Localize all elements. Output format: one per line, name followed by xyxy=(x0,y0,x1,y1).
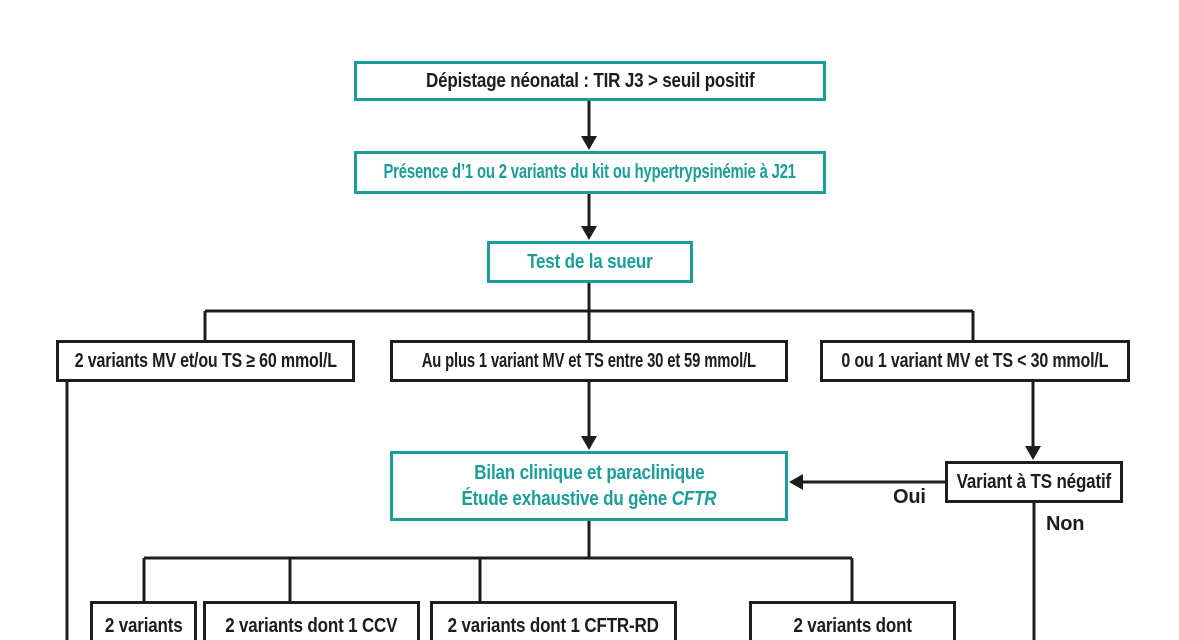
edge-label-oui: Oui xyxy=(893,486,926,508)
node-test-sueur-label: Test de la sueur xyxy=(527,250,653,273)
arrowhead-right-variant xyxy=(1025,446,1041,460)
node-test-sueur: Test de la sueur xyxy=(487,241,693,283)
outcome-3-label: 2 variants dont 1 CFTR-RD xyxy=(447,615,660,637)
node-branch-2variants-ts60: 2 variants MV et/ou TS ≥ 60 mmol/L xyxy=(56,340,355,382)
arrowhead-middle-bilan xyxy=(581,436,597,450)
branch-left-label: 2 variants MV et/ou TS ≥ 60 mmol/L xyxy=(74,349,337,372)
node-depistage-label: Dépistage néonatal : TIR J3 > seuil posi… xyxy=(425,69,755,92)
branch-right-label: 0 ou 1 variant MV et TS < 30 mmol/L xyxy=(841,349,1109,372)
node-variants-kit: Présence d’1 ou 2 variants du kit ou hyp… xyxy=(354,151,826,194)
node-branch-0ou1variant-ts30: 0 ou 1 variant MV et TS < 30 mmol/L xyxy=(820,340,1130,382)
bilan-line1: Bilan clinique et paraclinique xyxy=(473,462,705,484)
bilan-line2-prefix: Étude exhaustive du gène xyxy=(461,488,672,510)
node-variants-kit-label: Présence d’1 ou 2 variants du kit ou hyp… xyxy=(383,161,797,183)
node-depistage-neonatal: Dépistage néonatal : TIR J3 > seuil posi… xyxy=(354,61,826,101)
node-bilan-clinique: Bilan clinique et paraclinique Étude exh… xyxy=(390,451,788,521)
outcome-1-label: 2 variants xyxy=(104,615,183,637)
node-outcome-2variants-dont: 2 variants dont xyxy=(749,601,956,640)
node-branch-1variant-ts30-59: Au plus 1 variant MV et TS entre 30 et 5… xyxy=(390,340,788,382)
edge-label-non: Non xyxy=(1046,513,1085,535)
bilan-gene-cftr: CFTR xyxy=(671,488,717,510)
branch-middle-label: Au plus 1 variant MV et TS entre 30 et 5… xyxy=(421,349,757,372)
node-outcome-2variants-1ccv: 2 variants dont 1 CCV xyxy=(203,601,420,640)
outcome-4-label: 2 variants dont xyxy=(793,615,912,637)
arrowhead-kit-sweat xyxy=(581,226,597,240)
variant-ts-label: Variant à TS négatif xyxy=(956,470,1112,493)
arrowhead-variant-bilan xyxy=(789,474,803,490)
outcome-2-label: 2 variants dont 1 CCV xyxy=(225,615,398,637)
arrowhead-root-kit xyxy=(581,136,597,150)
node-outcome-2variants-1cftr-rd: 2 variants dont 1 CFTR-RD xyxy=(430,601,677,640)
node-variant-ts-negatif: Variant à TS négatif xyxy=(945,461,1123,503)
node-outcome-2variants: 2 variants xyxy=(90,601,197,640)
bilan-line2: Étude exhaustive du gène CFTR xyxy=(462,486,717,512)
